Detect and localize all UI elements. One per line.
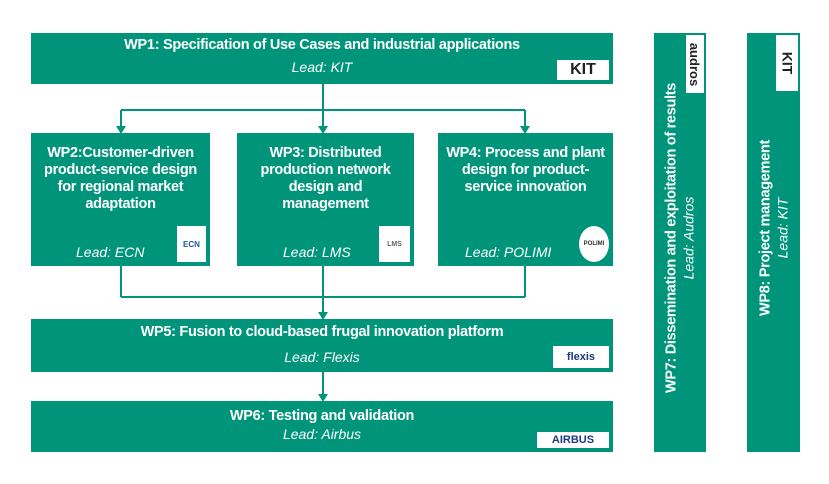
- ecn-logo: ECN: [177, 226, 206, 262]
- wp6-lead: Lead: Airbus: [282, 426, 362, 442]
- wp2-box: WP2:Customer-driven product-service desi…: [31, 133, 210, 266]
- wp7-box: WP7: Dissemination and exploitation of r…: [654, 33, 706, 452]
- wp8-box: WP8: Project management Lead: KIT KIT: [747, 33, 800, 452]
- wp6-title: WP6: Testing and validation: [229, 408, 415, 424]
- arrowhead: [318, 312, 328, 320]
- kit-logo: KIT: [776, 35, 798, 91]
- arrowhead: [520, 126, 530, 134]
- lms-logo: LMS: [379, 226, 410, 262]
- wp8-lead: Lead: KIT: [774, 197, 790, 258]
- flexis-logo: flexis: [553, 346, 609, 368]
- wp3-box: WP3: Distributed production network desi…: [237, 133, 414, 266]
- wp2-title: WP2:Customer-driven product-service desi…: [44, 145, 197, 212]
- wp6-box: WP6: Testing and validation Lead: Airbus…: [31, 401, 613, 452]
- wp7-title: WP7: Dissemination and exploitation of r…: [663, 82, 680, 393]
- wp5-box: WP5: Fusion to cloud-based frugal innova…: [31, 319, 613, 372]
- polimi-logo: POLIMI: [579, 226, 609, 262]
- wp4-lead: Lead: POLIMI: [465, 244, 552, 260]
- audros-logo: audros: [686, 35, 704, 93]
- arrowhead: [116, 126, 126, 134]
- wp1-box: WP1: Specification of Use Cases and indu…: [31, 33, 613, 84]
- wp3-title: WP3: Distributed production network desi…: [260, 145, 391, 212]
- wp4-title: WP4: Process and plant design for produc…: [446, 145, 605, 195]
- wp3-lead: Lead: LMS: [283, 244, 351, 260]
- arrowhead: [318, 394, 328, 402]
- wp2-lead: Lead: ECN: [76, 244, 145, 260]
- wp5-lead: Lead: Flexis: [284, 349, 360, 365]
- airbus-logo: AIRBUS: [537, 432, 609, 448]
- kit-logo: KIT: [557, 60, 609, 80]
- wp5-title: WP5: Fusion to cloud-based frugal innova…: [140, 324, 504, 340]
- wp7-lead: Lead: Audros: [680, 196, 697, 279]
- wp1-lead: Lead: KIT: [291, 59, 353, 75]
- wp1-title: WP1: Specification of Use Cases and indu…: [124, 37, 520, 53]
- wp8-title: WP8: Project management: [757, 139, 773, 316]
- arrowhead: [318, 126, 328, 134]
- wp4-box: WP4: Process and plant design for produc…: [438, 133, 613, 266]
